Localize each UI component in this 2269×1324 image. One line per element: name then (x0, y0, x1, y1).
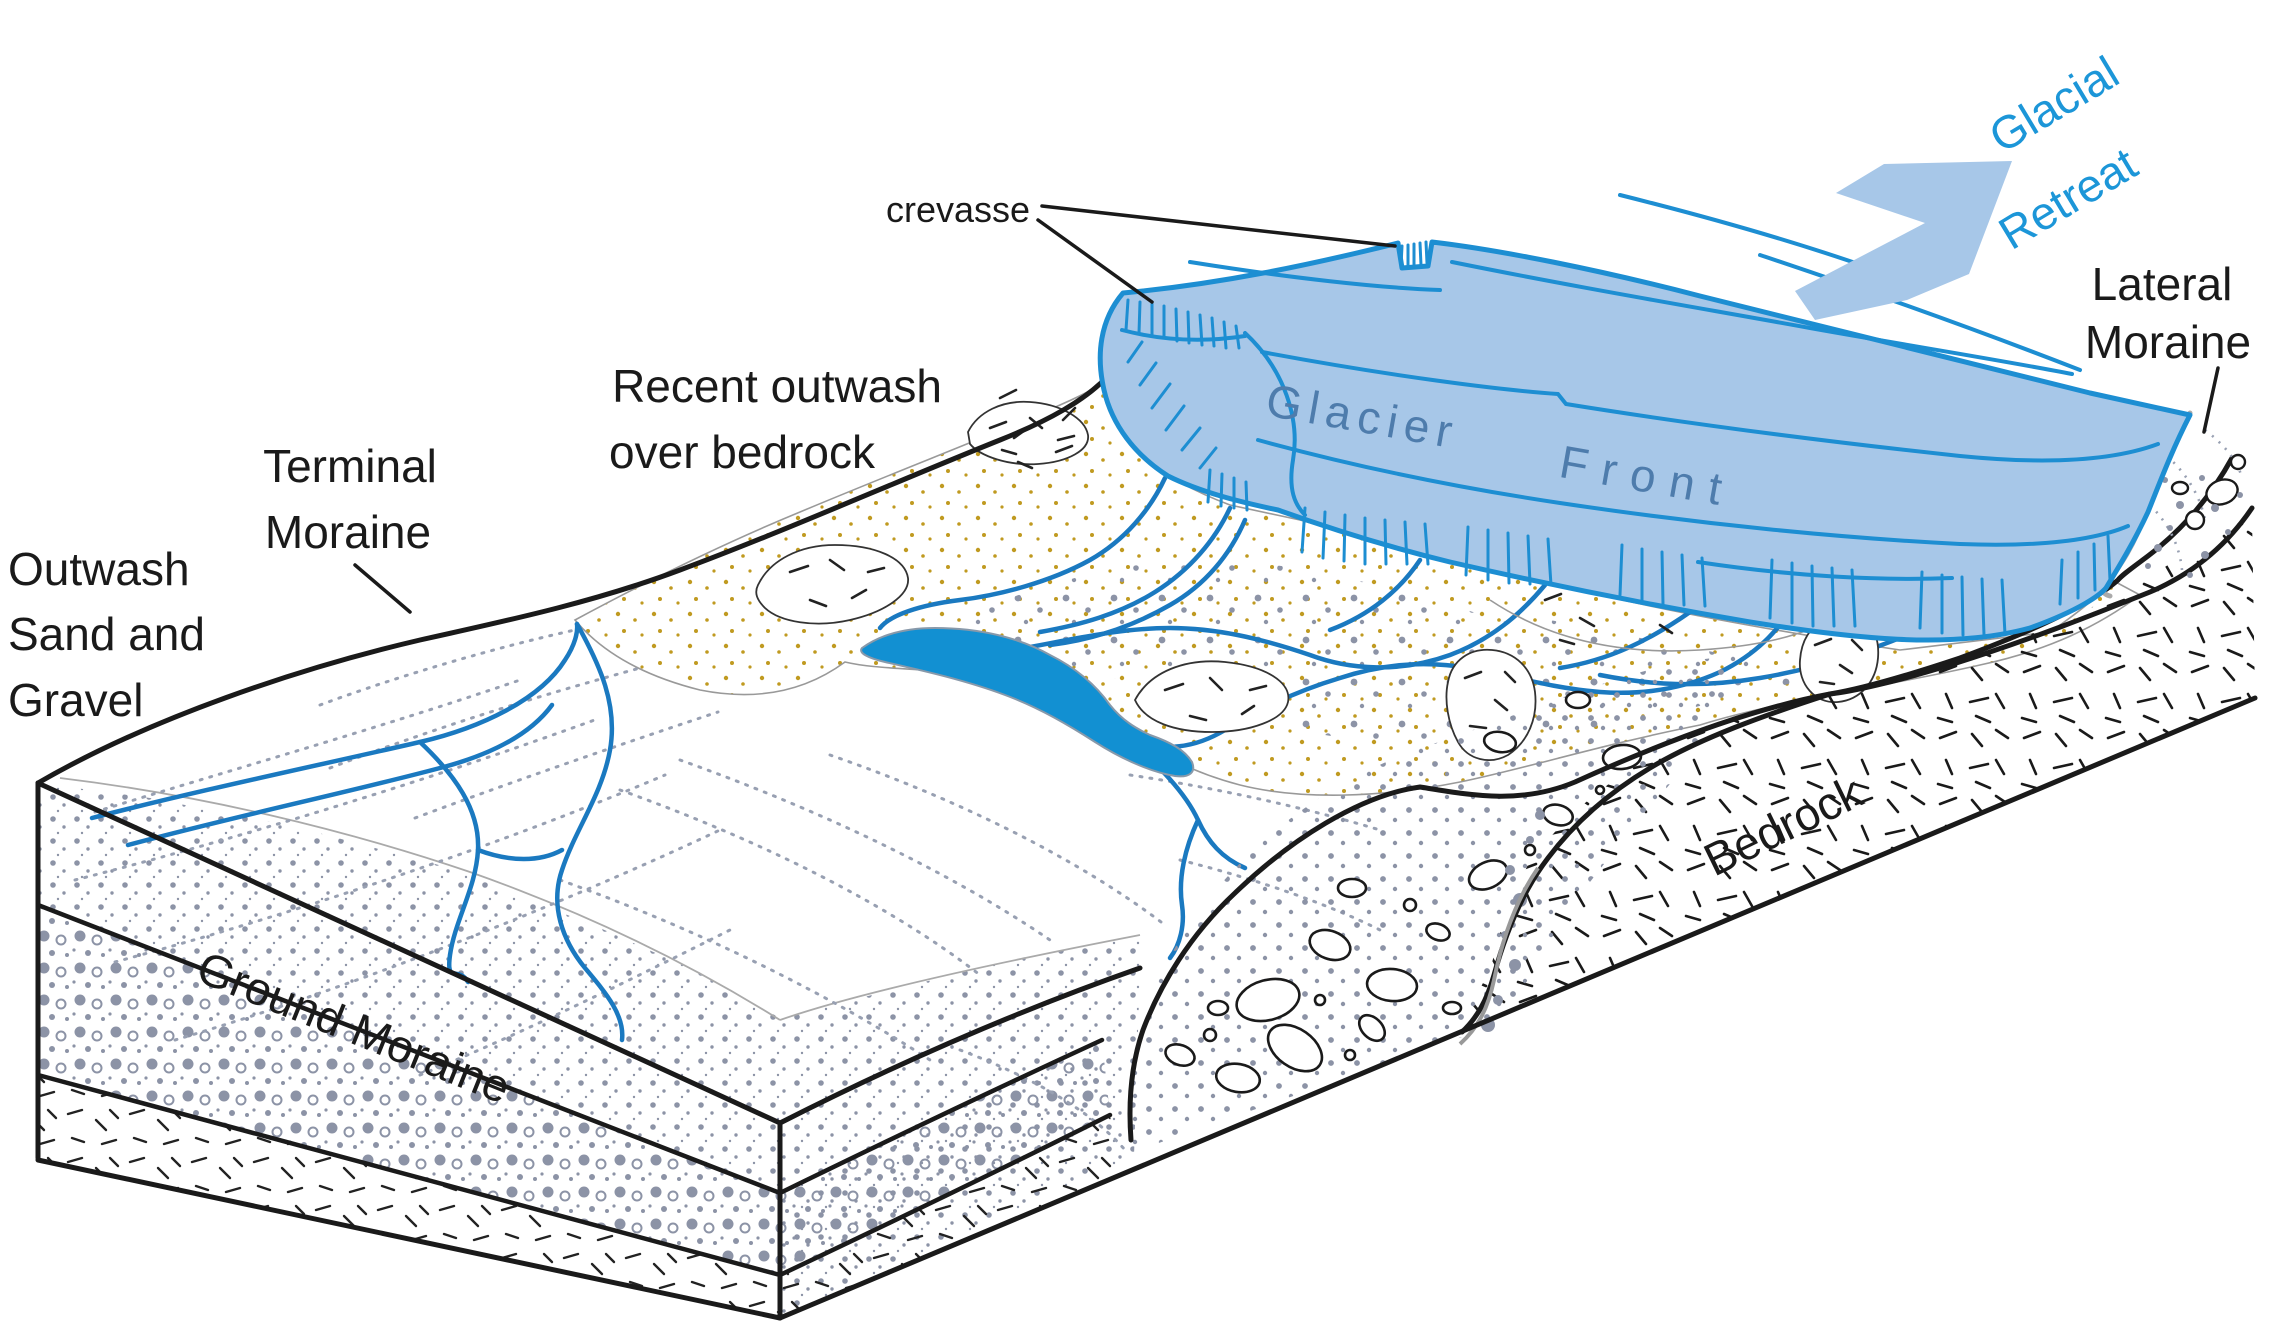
terminal-moraine-label-line1: Terminal (263, 440, 437, 492)
glacial-retreat-arrow (1795, 161, 2012, 320)
crevasse-leader-line-1 (1040, 204, 1397, 248)
crevasse-leader-line-2 (1036, 218, 1154, 304)
glacier: Glacier Front (1097, 193, 2193, 643)
terminal-moraine-leader-line (353, 563, 412, 614)
outwash-label-line2: Sand and (8, 608, 205, 660)
front-edge-dot-strip (38, 783, 1140, 1123)
lateral-moraine-stones (2145, 453, 2247, 578)
right-face-ticks (780, 1115, 1120, 1318)
recent-outwash-label-line2: over bedrock (609, 426, 876, 478)
meltwater-lake (860, 626, 1195, 778)
crevasse-label: crevasse (886, 189, 1030, 230)
recent-outwash-label-line1: Recent outwash (612, 360, 942, 412)
block-outlines (35, 374, 2258, 1321)
terminal-moraine-belt (1127, 455, 2255, 1152)
outwash-gray-specks (900, 560, 1750, 744)
bedrock-dash-area (1455, 515, 2255, 1035)
layer-ground-moraine (38, 905, 780, 1275)
terminal-moraine-crest (35, 374, 1110, 786)
retreat-arrow-shape (1795, 161, 2012, 320)
lateral-moraine-label-line2: Moraine (2085, 316, 2251, 368)
bedrock-face (1455, 515, 2255, 1035)
crevasse-hatching (1124, 240, 2112, 637)
top-surface (38, 370, 2142, 1152)
outwash-label-line1: Outwash (8, 543, 190, 595)
glacier-margin-contour (1489, 599, 1831, 652)
leader-lines (353, 204, 2220, 614)
kettle-boulders (1164, 690, 1643, 1094)
meltwater-streams (89, 475, 1933, 1043)
terminal-moraine-label-line2: Moraine (265, 506, 431, 558)
layer-bedrock-strip (38, 1075, 780, 1318)
layer-outwash-sand (38, 783, 780, 1193)
belt-left-outline (1127, 455, 2235, 1143)
lateral-moraine-leader-line (2202, 366, 2220, 434)
glacier-flow-lines (1120, 193, 2160, 581)
strip-contour-line (59, 777, 1141, 1021)
lateral-moraine-label-line1: Lateral (2092, 258, 2233, 310)
block-front-face (38, 783, 780, 1318)
outwash-label-line3: Gravel (8, 674, 143, 726)
right-face-gravel (780, 1040, 1110, 1275)
